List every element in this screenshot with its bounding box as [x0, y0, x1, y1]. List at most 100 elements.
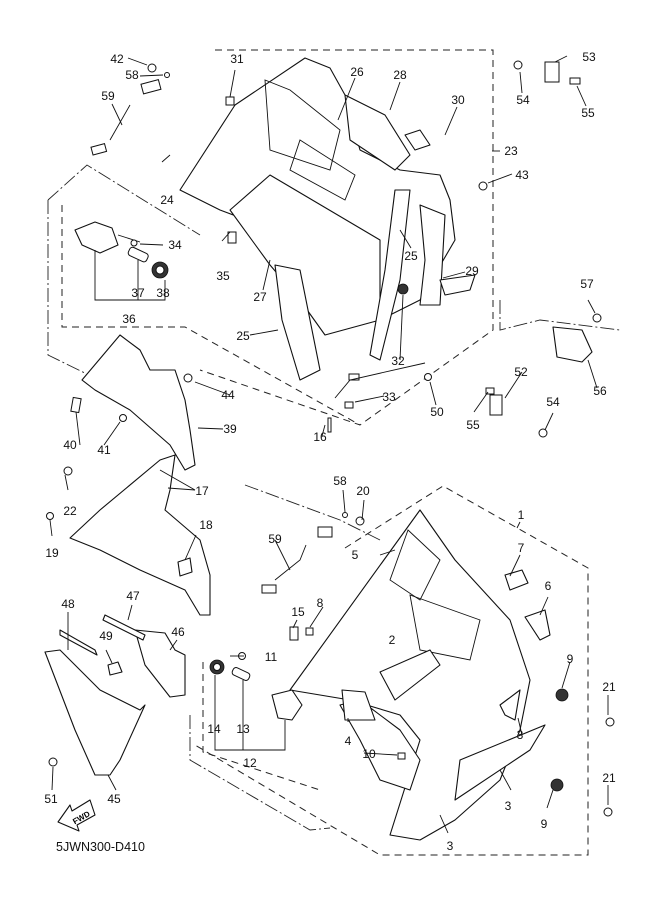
headlight-bracket-36 — [74, 221, 169, 301]
callout-32: 32 — [391, 354, 405, 368]
hardware — [46, 60, 615, 817]
callout-21-bottom: 21 — [602, 771, 616, 785]
callout-17: 17 — [195, 484, 209, 498]
strip-29 — [439, 274, 476, 296]
callout-3-mid: 3 — [504, 799, 512, 813]
callout-42: 42 — [110, 52, 124, 66]
leader-lines — [49, 55, 609, 834]
callout-2: 2 — [388, 633, 396, 647]
callout-24: 24 — [160, 193, 174, 207]
callout-50: 50 — [430, 405, 444, 419]
upper-assembly-boundary — [199, 49, 494, 426]
turn-signal-12 — [209, 659, 303, 751]
lower-cowl-45 — [44, 649, 146, 776]
callout-54: 54 — [516, 93, 530, 107]
callout-57: 57 — [580, 277, 594, 291]
headlight-group-boundary — [61, 205, 361, 426]
panel-27 — [229, 174, 381, 336]
callout-51: 51 — [44, 792, 58, 806]
callout-37: 37 — [131, 286, 145, 300]
callout-45: 45 — [107, 792, 121, 806]
callout-10: 10 — [362, 747, 376, 761]
side-cover-39 — [81, 334, 196, 471]
callout-59: 59 — [101, 89, 115, 103]
callout-29: 29 — [465, 264, 479, 278]
reference-line — [47, 164, 201, 236]
callout-49: 49 — [99, 629, 113, 643]
callout-44: 44 — [221, 388, 235, 402]
side-cover-17 — [69, 454, 211, 616]
callout-30: 30 — [451, 93, 465, 107]
callout-5: 5 — [351, 548, 359, 562]
callout-31: 31 — [230, 52, 244, 66]
callout-23: 23 — [504, 144, 518, 158]
callout-7: 7 — [517, 541, 525, 555]
callout-58b: 58 — [333, 474, 347, 488]
callout-27: 27 — [253, 290, 267, 304]
callout-54b: 54 — [546, 395, 560, 409]
stay-4 — [341, 689, 376, 721]
callout-18: 18 — [199, 518, 213, 532]
callout-52: 52 — [514, 365, 528, 379]
callout-6: 6 — [544, 579, 552, 593]
callout-3-top: 3 — [516, 728, 524, 742]
reference-line — [499, 300, 621, 331]
callout-4: 4 — [344, 734, 352, 748]
callout-13: 13 — [236, 722, 250, 736]
callout-20: 20 — [356, 484, 370, 498]
callout-43: 43 — [515, 168, 529, 182]
callout-1: 1 — [517, 508, 525, 522]
callout-12: 12 — [243, 756, 257, 770]
callout-58: 58 — [125, 68, 139, 82]
callout-59b: 59 — [268, 532, 282, 546]
callout-35: 35 — [216, 269, 230, 283]
callout-8: 8 — [316, 596, 324, 610]
callout-25-left: 25 — [236, 329, 250, 343]
callout-41: 41 — [97, 443, 111, 457]
callout-38: 38 — [156, 286, 170, 300]
callout-39: 39 — [223, 422, 237, 436]
callout-48: 48 — [61, 597, 75, 611]
bracket-18 — [177, 557, 193, 577]
knob-6 — [524, 609, 551, 641]
callout-11: 11 — [264, 650, 278, 664]
side-panel-25-right — [369, 189, 411, 361]
side-panel-25 — [274, 264, 321, 381]
knob-7 — [504, 569, 529, 591]
callout-9-top: 9 — [566, 652, 574, 666]
callout-40: 40 — [63, 438, 77, 452]
bracket-29 — [419, 204, 446, 306]
callout-47: 47 — [126, 589, 140, 603]
turn-signal-group-boundary — [202, 662, 321, 791]
reference-line — [189, 715, 331, 831]
pad-49 — [107, 661, 123, 676]
callout-19: 19 — [45, 546, 59, 560]
intake-duct-2 — [379, 649, 441, 701]
callout-33: 33 — [382, 390, 396, 404]
callout-21-top: 21 — [602, 680, 616, 694]
callout-34: 34 — [168, 238, 182, 252]
callout-53: 53 — [582, 50, 596, 64]
diagram-code: 5JWN300-D410 — [56, 840, 145, 854]
callout-15: 15 — [291, 605, 305, 619]
callout-46: 46 — [171, 625, 185, 639]
callout-26: 26 — [350, 65, 364, 79]
strip-48 — [59, 629, 98, 656]
callout-9-bottom: 9 — [540, 817, 548, 831]
inner-panel-upper — [179, 57, 456, 321]
callout-28: 28 — [393, 68, 407, 82]
callout-25-right: 25 — [404, 249, 418, 263]
strip-47 — [102, 614, 146, 641]
callout-16: 16 — [313, 430, 327, 444]
callout-55: 55 — [581, 106, 595, 120]
lower-assembly-boundary — [194, 485, 589, 856]
reference-line — [244, 484, 381, 541]
callout-3-bottom: 3 — [446, 839, 454, 853]
callout-22: 22 — [63, 504, 77, 518]
fwd-arrow-icon: FWD — [57, 799, 96, 832]
callout-55b: 55 — [466, 418, 480, 432]
callout-36: 36 — [122, 312, 136, 326]
callout-56: 56 — [593, 384, 607, 398]
callout-14: 14 — [207, 722, 221, 736]
